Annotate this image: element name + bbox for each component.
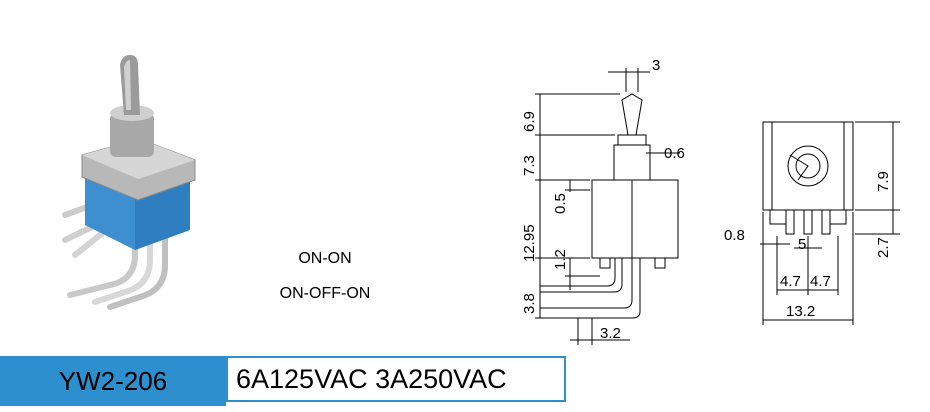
dim-label: 4.7: [780, 273, 801, 290]
dim-label: 3.2: [600, 325, 621, 342]
electrical-rating: 6A125VAC 3A250VAC: [226, 356, 566, 402]
dim-label: 0.6: [664, 145, 685, 162]
dim-label: 5: [798, 236, 806, 253]
dim-label: 7.3: [521, 155, 538, 176]
dim-label: 1.2: [552, 249, 569, 270]
mode-label: ON-ON: [298, 250, 352, 267]
dim-label: 0.8: [724, 227, 745, 244]
dim-label: 7.9: [875, 171, 892, 192]
dim-label: 13.2: [786, 303, 815, 320]
dim-label: 3.8: [521, 293, 538, 314]
mode-label: ON-OFF-ON: [279, 285, 371, 302]
switch-modes: ON-ON ON-OFF-ON: [250, 250, 400, 320]
dim-label: 12.95: [521, 224, 538, 262]
dim-label: 0.5: [552, 193, 569, 214]
dim-label: 4.7: [810, 273, 831, 290]
switch-photo: [62, 55, 196, 310]
dim-label: 2.7: [875, 237, 892, 258]
dim-label: 6.9: [521, 111, 538, 132]
dim-label: 3: [652, 57, 660, 74]
model-number: YW2-206: [0, 356, 226, 406]
spec-bar: YW2-206 6A125VAC 3A250VAC: [0, 356, 930, 406]
